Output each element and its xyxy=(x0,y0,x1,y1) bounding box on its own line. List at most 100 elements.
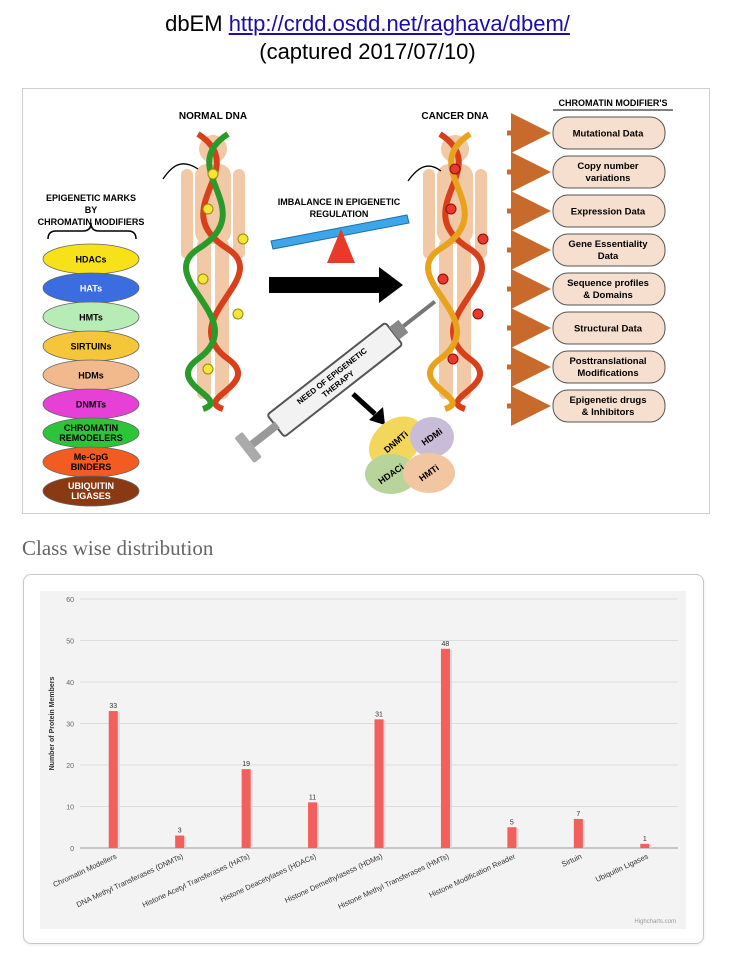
y-tick-label: 50 xyxy=(66,639,74,646)
data-label: 48 xyxy=(442,641,450,648)
data-type-cloud xyxy=(552,311,666,345)
drug-blobs: DNMTi HDMi HDACi HMTi xyxy=(365,416,455,494)
modifier-label: HMTs xyxy=(79,313,103,323)
data-type-label: & Domains xyxy=(583,290,633,301)
data-type-cloud xyxy=(552,389,666,423)
site-url-link[interactable]: http://crdd.osdd.net/raghava/dbem/ xyxy=(228,11,570,36)
data-type-cloud xyxy=(552,194,666,228)
marks-title-3: CHROMATIN MODIFIERS xyxy=(38,217,145,227)
data-type-item: Structural Data xyxy=(507,308,666,348)
marks-title-1: EPIGENETIC MARKS xyxy=(46,193,136,203)
plot-background xyxy=(40,591,686,929)
data-type-label: Posttranslational xyxy=(569,356,646,367)
section-title: Class wise distribution xyxy=(22,536,214,560)
data-type-cloud xyxy=(552,233,666,267)
normal-body-figure xyxy=(181,131,245,412)
cancer-dna-label: CANCER DNA xyxy=(421,111,488,122)
y-tick-label: 20 xyxy=(66,763,74,770)
y-tick-label: 30 xyxy=(66,722,74,729)
modifier-label: BINDERS xyxy=(71,462,112,472)
chromatin-modifiers-title: CHROMATIN MODIFIER'S xyxy=(559,98,668,108)
imbalance-line-1: IMBALANCE IN EPIGENETIC xyxy=(278,197,401,207)
data-type-label: variations xyxy=(586,173,631,184)
bar xyxy=(175,835,185,848)
data-label: 1 xyxy=(643,836,647,843)
imbalance-line-2: REGULATION xyxy=(310,209,369,219)
modifier-label: UBIQUITIN xyxy=(68,481,114,491)
data-type-label: Sequence profiles xyxy=(567,278,649,289)
data-type-label: & Inhibitors xyxy=(582,407,635,418)
data-type-item: Epigenetic drugs& Inhibitors xyxy=(507,386,666,426)
capture-date: (captured 2017/07/10) xyxy=(259,39,476,64)
data-type-cloud xyxy=(552,272,666,306)
header-line-1: dbEM http://crdd.osdd.net/raghava/dbem/ xyxy=(0,10,735,38)
cancer-dna-marks xyxy=(437,163,489,365)
modifier-label: Me-CpG xyxy=(74,452,109,462)
y-tick-label: 0 xyxy=(70,846,74,853)
data-type-cloud xyxy=(552,116,666,150)
modifier-label: REMODELERS xyxy=(59,433,123,443)
data-label: 11 xyxy=(309,794,316,801)
data-label: 19 xyxy=(242,761,250,768)
data-type-label: Mutational Data xyxy=(573,129,644,140)
modifier-label: HATs xyxy=(80,284,102,294)
data-type-label: Epigenetic drugs xyxy=(569,395,646,406)
modifier-label: LIGASES xyxy=(71,491,111,501)
modifier-label: CHROMATIN xyxy=(64,423,118,433)
data-label: 7 xyxy=(576,811,580,818)
data-type-label: Copy number xyxy=(577,161,639,172)
transition-arrow xyxy=(269,267,403,303)
y-tick-label: 40 xyxy=(66,680,74,687)
data-type-cloud xyxy=(552,350,666,384)
modifier-ellipse xyxy=(42,475,140,507)
seesaw-fulcrum xyxy=(327,229,355,263)
modifier-item: SIRTUINs xyxy=(42,330,140,362)
modifier-label: HDACs xyxy=(75,255,106,265)
bar xyxy=(308,802,318,848)
bar xyxy=(573,818,583,848)
modifier-item: HDMs xyxy=(42,359,140,391)
modifier-item: DNMTs xyxy=(42,388,140,420)
data-label: 3 xyxy=(178,828,182,835)
bar xyxy=(108,711,118,848)
modifier-item: HATs xyxy=(42,272,140,304)
modifier-item: HDACs xyxy=(42,243,140,275)
data-label: 31 xyxy=(375,711,383,718)
data-type-label: Structural Data xyxy=(574,324,643,335)
modifier-label: SIRTUINs xyxy=(70,342,111,352)
modifier-label: DNMTs xyxy=(76,400,106,410)
marks-title-2: BY xyxy=(85,205,98,215)
modifier-label: HDMs xyxy=(78,371,104,381)
bar xyxy=(507,827,517,848)
data-label: 5 xyxy=(510,819,514,826)
normal-dna-marks xyxy=(197,168,249,375)
y-axis-title: Number of Protein Members xyxy=(49,677,56,771)
bar xyxy=(640,843,650,848)
data-label: 33 xyxy=(109,703,117,710)
y-tick-label: 10 xyxy=(66,805,74,812)
epigenetics-infographic: NORMAL DNA CANCER DNA CHROMATIN MODIFIER… xyxy=(22,88,710,514)
data-type-item: Expression Data xyxy=(507,191,666,231)
bar xyxy=(374,719,384,848)
data-type-cloud xyxy=(552,155,666,189)
data-type-label: Expression Data xyxy=(571,207,646,218)
normal-dna-label: NORMAL DNA xyxy=(179,111,247,122)
infographic-canvas: NORMAL DNA CANCER DNA CHROMATIN MODIFIER… xyxy=(38,98,673,507)
data-type-item: Sequence profiles& Domains xyxy=(507,269,666,309)
bar xyxy=(440,648,450,848)
page-header: dbEM http://crdd.osdd.net/raghava/dbem/ … xyxy=(0,10,735,66)
site-name: dbEM xyxy=(165,11,223,36)
modifier-list: HDACsHATsHMTsSIRTUINsHDMsDNMTsCHROMATINR… xyxy=(42,243,140,507)
bar xyxy=(241,769,251,848)
y-tick-label: 60 xyxy=(66,597,74,604)
cancer-body-figure xyxy=(423,131,487,412)
data-type-label: Modifications xyxy=(577,368,638,379)
